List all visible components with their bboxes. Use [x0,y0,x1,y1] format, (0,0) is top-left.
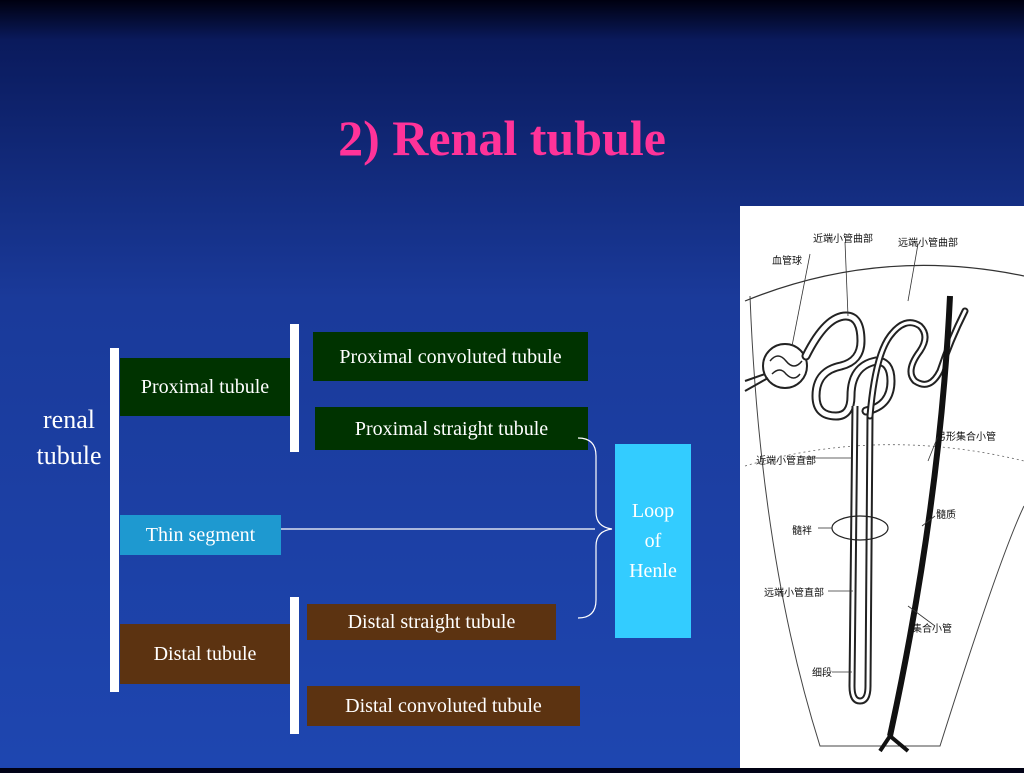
distal-straight-box: Distal straight tubule [307,604,556,640]
main-bracket-bar [110,348,119,692]
loop-word-2: of [644,530,662,552]
loop-word-3: Henle [629,560,677,582]
distal-tubule-label: Distal tubule [153,643,257,665]
distal-straight-label: Distal straight tubule [347,611,516,633]
fig-label-proximal-convoluted: 近端小管曲部 [813,234,873,245]
thin-segment-box: Thin segment [120,515,281,555]
fig-label-arcuate-collecting: 弓形集合小管 [936,432,996,443]
fig-label-collecting-duct: 集合小管 [912,624,952,635]
proximal-straight-box: Proximal straight tubule [315,407,588,450]
slide-title: 2) Renal tubule [338,110,666,166]
proximal-convoluted-box: Proximal convoluted tubule [313,332,588,381]
thin-segment-label: Thin segment [145,524,256,546]
fig-label-distal-straight: 远端小管直部 [764,588,824,599]
proximal-tubule-label: Proximal tubule [140,376,270,398]
loop-brace [577,437,613,619]
fig-label-thin-segment: 细段 [812,668,832,679]
loop-word-1: Loop [631,500,675,522]
fig-label-loop: 髓袢 [792,526,812,537]
nephron-illustration: 血管球 近端小管曲部 远端小管曲部 弓形集合小管 近端小管直部 髓袢 髓质 远端… [740,206,1024,768]
fig-label-distal-convoluted: 远端小管曲部 [898,238,958,249]
fig-label-medulla: 髓质 [936,510,956,521]
distal-convoluted-box: Distal convoluted tubule [307,686,580,726]
proximal-bracket-bar [290,324,299,452]
nephron-drawing [744,241,1024,753]
proximal-straight-label: Proximal straight tubule [354,417,549,440]
distal-tubule-box: Distal tubule [120,624,290,684]
distal-convoluted-label: Distal convoluted tubule [345,695,542,717]
root-label: renal tubule [36,405,102,470]
distal-bracket-bar [290,597,299,734]
proximal-tubule-box: Proximal tubule [120,358,290,416]
fig-label-proximal-straight: 近端小管直部 [756,456,816,467]
proximal-convoluted-label: Proximal convoluted tubule [339,345,562,368]
loop-of-henle-box: Loop of Henle [615,444,691,638]
fig-label-glomerulus: 血管球 [772,256,802,267]
